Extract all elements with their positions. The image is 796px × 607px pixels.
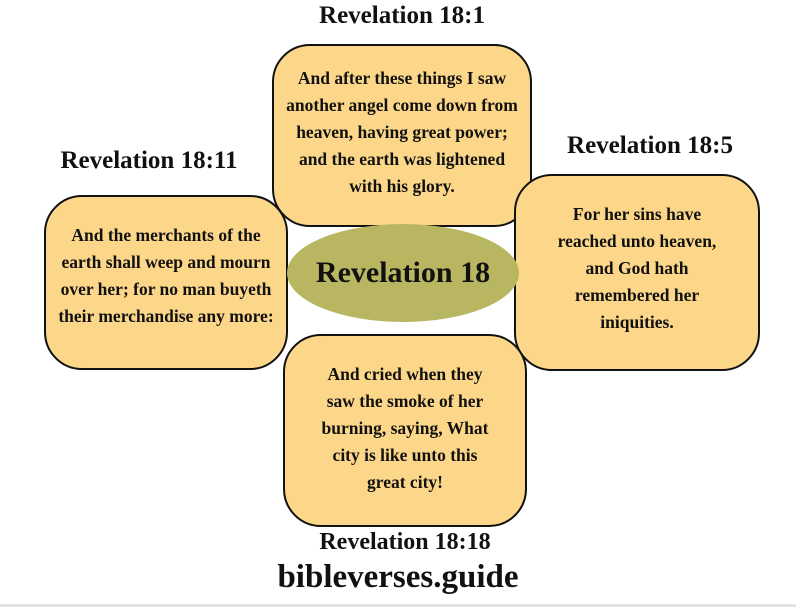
verse-text-left: And the merchants of the earth shall wee… [58, 224, 274, 326]
verse-text-bottom: And cried when they saw the smoke of her… [321, 364, 489, 492]
reference-left: Revelation 18:11 [60, 147, 238, 174]
verse-box-right: For her sins have reached unto heaven, a… [514, 174, 760, 371]
verse-box-left: And the merchants of the earth shall wee… [44, 195, 288, 370]
verse-box-bottom: And cried when they saw the smoke of her… [283, 334, 527, 527]
reference-right: Revelation 18:5 [567, 132, 733, 159]
verse-box-top: And after these things I saw another ang… [272, 44, 532, 227]
verse-text-top: And after these things I saw another ang… [286, 68, 518, 196]
center-title: Revelation 18 [315, 256, 491, 289]
center-ellipse: Revelation 18 [287, 224, 519, 322]
reference-bottom: Revelation 18:18 [319, 529, 491, 555]
reference-top: Revelation 18:1 [319, 2, 485, 29]
verse-text-right: For her sins have reached unto heaven, a… [557, 204, 717, 332]
bottom-divider [0, 604, 796, 607]
site-watermark: bibleverses.guide [277, 559, 519, 595]
